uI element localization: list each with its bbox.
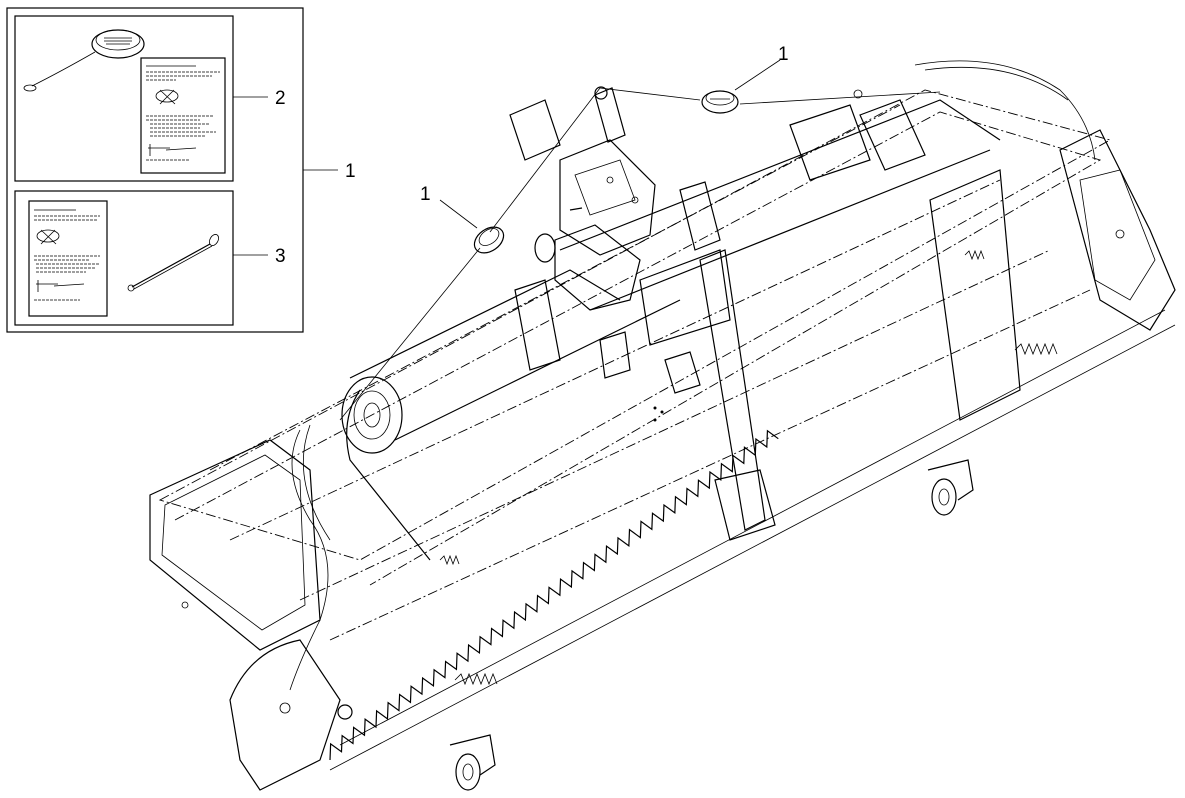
cutter-bar [339, 309, 1166, 746]
spring [439, 554, 460, 566]
cable-icon [23, 51, 96, 92]
weight-pad-icon [91, 29, 145, 59]
hose [914, 60, 1096, 161]
hitch-frame [509, 87, 776, 541]
gearbox [534, 139, 656, 311]
spring [964, 249, 985, 261]
gauge-wheel-left [449, 734, 496, 791]
weight-pad-icon [473, 226, 505, 254]
callout-top-weight: 1 [778, 44, 789, 65]
bracket [664, 351, 701, 394]
bracket [859, 99, 926, 171]
weight-pad-icon [701, 90, 739, 114]
end-plate-right [929, 129, 1176, 421]
spring [454, 672, 498, 686]
spring [1014, 342, 1058, 356]
hose [924, 66, 1069, 101]
kit-box-item-2 [14, 15, 234, 182]
rod-icon [127, 234, 219, 292]
drum-left [341, 376, 403, 454]
hose [289, 429, 329, 691]
callout-kit-main: 1 [345, 161, 356, 182]
instruction-sheet-icon [140, 57, 226, 174]
knife-guard [329, 429, 779, 761]
callout-item-3: 3 [275, 246, 286, 267]
end-plate-left [149, 439, 341, 791]
bracket [514, 279, 561, 371]
bracket [789, 104, 871, 181]
leader-line [734, 59, 781, 91]
gauge-wheel-right [927, 459, 974, 516]
instruction-sheet-icon [28, 200, 108, 317]
weight-cable-assembly [339, 59, 941, 421]
hose [302, 424, 331, 541]
leader-line [439, 199, 478, 229]
bracket [599, 331, 631, 379]
header-frame [149, 60, 1176, 791]
kit-box-item-3 [14, 190, 234, 326]
callout-left-weight: 1 [420, 184, 431, 205]
callout-item-2: 2 [275, 88, 286, 109]
cutter-bar [329, 324, 1176, 771]
kit-inset-panel [6, 7, 338, 333]
